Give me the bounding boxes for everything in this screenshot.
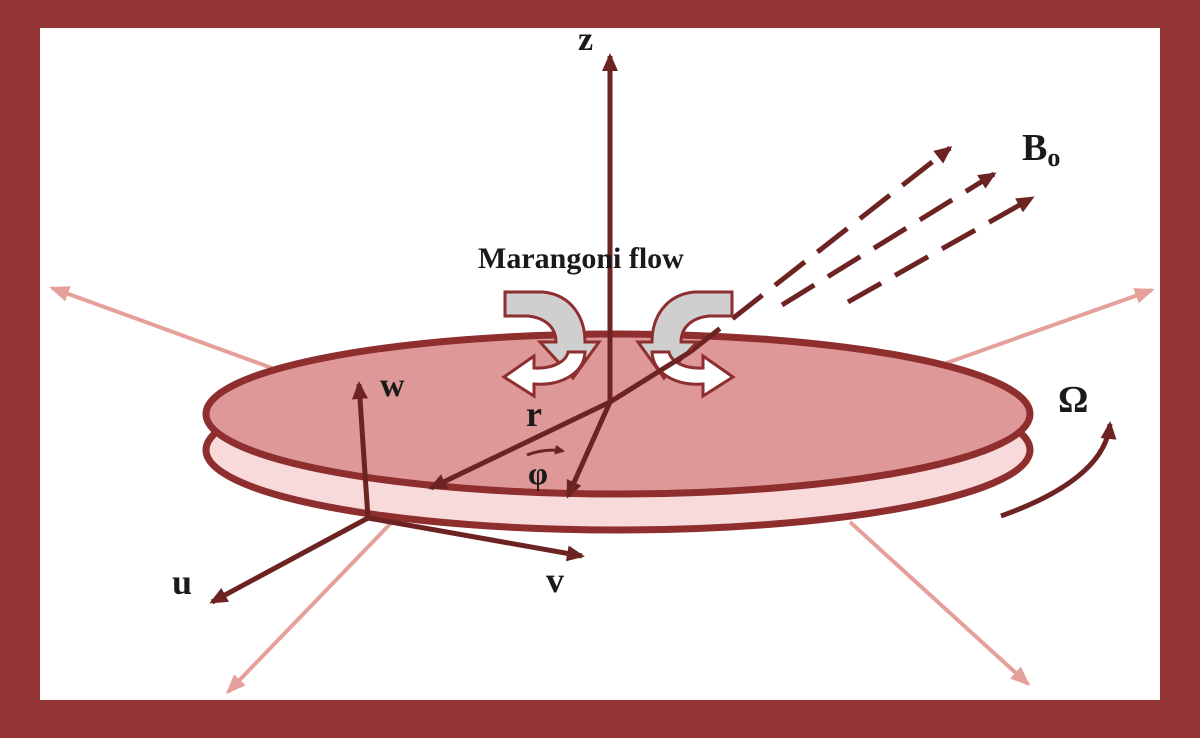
radial-arrow-upper-left: [49, 286, 273, 370]
phi-label: φ: [528, 455, 548, 491]
r-vector: [428, 399, 612, 491]
flow-arrow-left-white: [501, 350, 587, 399]
w-axis-arrow: [352, 381, 371, 519]
b0-label: Bo: [1022, 127, 1060, 172]
radial-arrow-upper-right: [937, 288, 1155, 368]
z-label: z: [578, 21, 593, 58]
field-line-stub: [608, 349, 692, 405]
disk-vectors: [428, 349, 692, 499]
u-label: u: [172, 562, 192, 602]
b0-label-main: B: [1022, 127, 1047, 169]
phi-arc: [526, 444, 565, 457]
radial-arrows: [49, 286, 1155, 695]
disk-top: [202, 330, 1034, 498]
b0-label-subscript: o: [1047, 143, 1060, 172]
velocity-axes: [209, 381, 585, 605]
r-label: r: [526, 394, 542, 434]
center-down-vector: [565, 400, 613, 499]
u-axis-arrow: [209, 515, 370, 605]
rotation-arrow: [1000, 421, 1117, 519]
omega-label: Ω: [1058, 379, 1088, 421]
field-line-2: [780, 171, 997, 308]
marangoni-flow-label: Marangoni flow: [478, 242, 684, 275]
field-line-1: [688, 146, 953, 354]
rotating-disk: [202, 330, 1034, 534]
radial-arrow-lower-left: [225, 520, 394, 695]
v-axis-arrow: [367, 515, 585, 562]
field-line-3: [846, 195, 1035, 305]
radial-arrow-lower-right: [848, 520, 1031, 687]
v-label: v: [546, 560, 564, 600]
magnetic-field-lines: [688, 146, 1035, 354]
w-label: w: [380, 367, 405, 404]
